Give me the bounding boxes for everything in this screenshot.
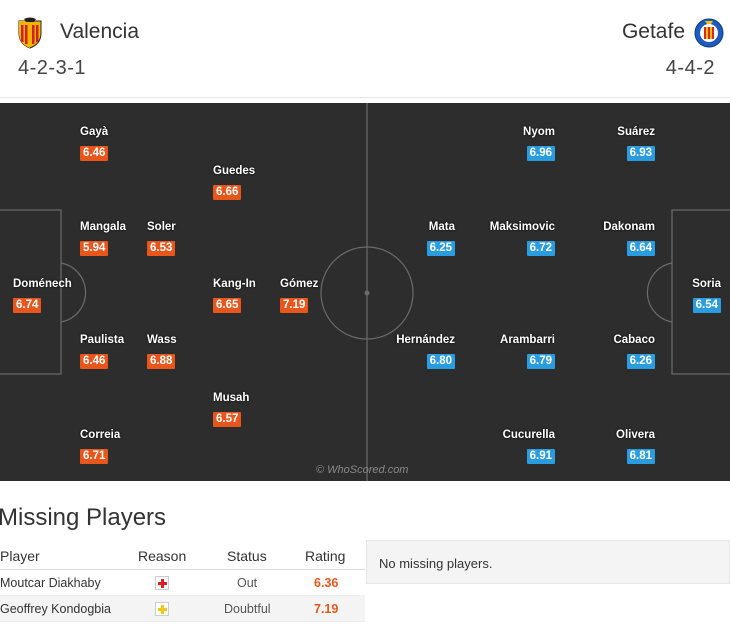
player-name: Musah (213, 392, 250, 404)
home-player[interactable]: Correia 6.71 (80, 429, 160, 469)
player-name: Mata (428, 221, 455, 233)
home-player[interactable]: Guedes 6.66 (213, 165, 293, 205)
player-name: Gayà (80, 126, 109, 138)
player-rating: 6.46 (80, 354, 109, 369)
missing-status: Out (237, 576, 258, 590)
col-status[interactable]: Status (227, 548, 267, 564)
home-player[interactable]: Paulista 6.46 (80, 334, 160, 374)
away-player[interactable]: Nyom 6.96 (475, 126, 555, 166)
player-rating: 6.93 (626, 146, 655, 161)
player-name: Cabaco (613, 334, 655, 346)
player-name: Mangala (80, 221, 127, 233)
player-name: Doménech (13, 278, 72, 290)
home-missing-table: Player Reason Status Rating Moutcar Diak… (0, 540, 365, 622)
player-name: Maksimovic (489, 221, 555, 233)
home-player[interactable]: Kang-In 6.65 (213, 278, 293, 318)
player-rating: 6.57 (213, 412, 242, 427)
home-player[interactable]: Mangala 5.94 (80, 221, 160, 261)
no-missing-message: No missing players. (379, 556, 493, 571)
player-rating: 6.66 (213, 185, 242, 200)
watermark: © WhoScored.com (316, 464, 409, 476)
player-name: Dakonam (603, 221, 655, 233)
col-player[interactable]: Player (0, 548, 40, 564)
away-team-name[interactable]: Getafe (621, 20, 685, 43)
col-reason[interactable]: Reason (138, 548, 187, 564)
player-rating: 6.74 (13, 298, 42, 313)
away-player[interactable]: Cabaco 6.26 (575, 334, 655, 374)
table-row: Geoffrey Kondogbia Doubtful 7.19 (0, 596, 365, 622)
player-name: Cucurella (502, 429, 555, 441)
player-rating: 6.53 (147, 241, 176, 256)
player-name: Correia (80, 429, 121, 441)
player-name: Wass (147, 334, 177, 346)
missing-status: Doubtful (224, 602, 271, 616)
away-player[interactable]: Olivera 6.81 (575, 429, 655, 469)
home-formation: 4-2-3-1 (18, 57, 86, 79)
formation-pitch: Gayà 6.46 Guedes 6.66 Mangala 5.94 Soler… (0, 103, 730, 481)
player-rating: 6.25 (426, 241, 455, 256)
player-rating: 6.81 (626, 449, 655, 464)
home-player[interactable]: Musah 6.57 (213, 392, 293, 432)
away-player[interactable]: Cucurella 6.91 (475, 429, 555, 469)
missing-rating: 7.19 (314, 602, 339, 616)
player-name: Nyom (523, 126, 555, 138)
player-rating: 6.88 (147, 354, 176, 369)
doubtful-icon (155, 602, 169, 616)
getafe-crest-icon[interactable] (694, 17, 724, 49)
pitch-lines (0, 103, 730, 481)
away-player[interactable]: Soria 6.54 (641, 278, 721, 318)
away-formation: 4-4-2 (665, 57, 715, 79)
away-player[interactable]: Hernández 6.80 (375, 334, 455, 374)
player-name: Kang-In (213, 278, 256, 290)
home-team-name[interactable]: Valencia (60, 20, 139, 43)
table-row: Moutcar Diakhaby Out 6.36 (0, 570, 365, 596)
away-player[interactable]: Arambarri 6.79 (475, 334, 555, 374)
player-rating: 6.26 (626, 354, 655, 369)
match-header: Valencia 4-2-3-1 Getafe 4-4-2 (0, 0, 730, 98)
player-name: Soria (692, 278, 721, 290)
player-rating: 6.96 (526, 146, 555, 161)
player-rating: 6.72 (526, 241, 555, 256)
player-rating: 6.46 (80, 146, 109, 161)
home-player[interactable]: Soler 6.53 (147, 221, 227, 261)
away-player[interactable]: Mata 6.25 (375, 221, 455, 261)
home-player[interactable]: Doménech 6.74 (13, 278, 93, 318)
player-rating: 6.91 (526, 449, 555, 464)
home-player[interactable]: Gayà 6.46 (80, 126, 160, 166)
player-rating: 5.94 (80, 241, 109, 256)
player-name: Hernández (396, 334, 455, 346)
home-player[interactable]: Wass 6.88 (147, 334, 227, 374)
player-name: Olivera (616, 429, 655, 441)
away-player[interactable]: Suárez 6.93 (575, 126, 655, 166)
player-rating: 6.54 (692, 298, 721, 313)
player-rating: 6.65 (213, 298, 242, 313)
away-player[interactable]: Dakonam 6.64 (575, 221, 655, 261)
player-name: Gómez (280, 278, 319, 290)
missing-player-name[interactable]: Geoffrey Kondogbia (0, 602, 111, 616)
player-rating: 6.71 (80, 449, 109, 464)
player-name: Suárez (617, 126, 655, 138)
missing-players-title: Missing Players (0, 504, 167, 531)
player-rating: 6.64 (626, 241, 655, 256)
player-rating: 6.79 (526, 354, 555, 369)
player-rating: 6.80 (426, 354, 455, 369)
away-player[interactable]: Maksimovic 6.72 (475, 221, 555, 261)
missing-player-name[interactable]: Moutcar Diakhaby (0, 576, 101, 590)
player-rating: 7.19 (280, 298, 309, 313)
col-rating[interactable]: Rating (305, 548, 346, 564)
valencia-crest-icon[interactable] (16, 17, 44, 49)
player-name: Soler (147, 221, 176, 233)
away-missing-panel: No missing players. (366, 540, 730, 584)
table-header: Player Reason Status Rating (0, 540, 365, 570)
player-name: Arambarri (500, 334, 555, 346)
injury-icon (155, 576, 169, 590)
player-name: Guedes (213, 165, 256, 177)
home-player[interactable]: Gómez 7.19 (280, 278, 360, 318)
player-name: Paulista (80, 334, 125, 346)
missing-rating: 6.36 (314, 576, 339, 590)
